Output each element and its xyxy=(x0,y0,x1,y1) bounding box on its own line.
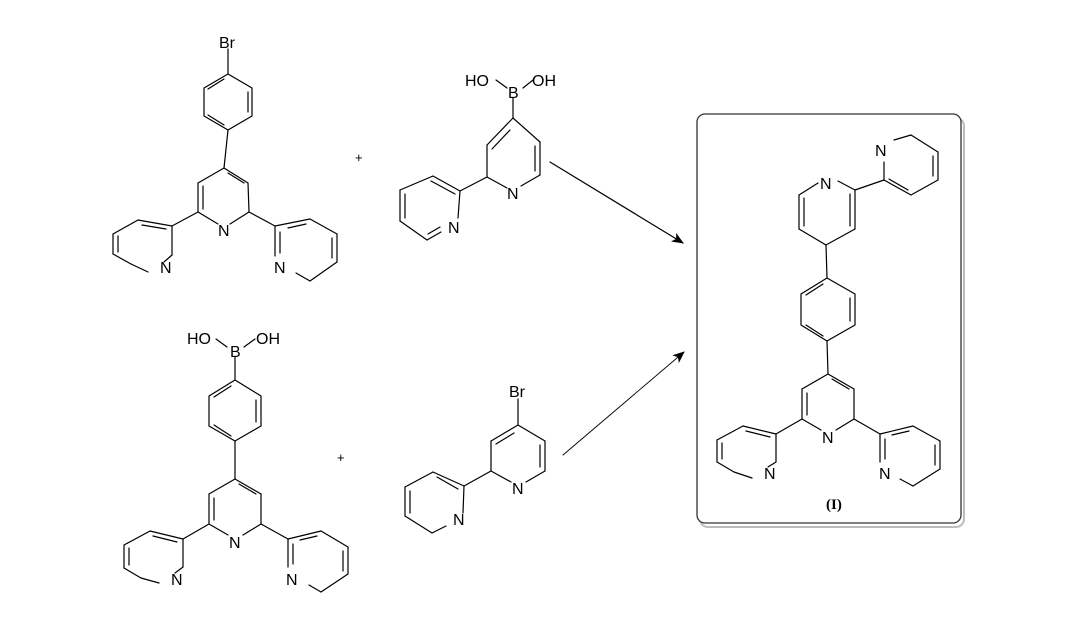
reactant-bipyridine-boronic-acid xyxy=(399,79,541,241)
atom-ho-2: HO xyxy=(465,73,489,90)
plus-sign-bottom: + xyxy=(337,450,345,465)
reactant-bromophenyl-terpyridine xyxy=(112,48,338,282)
atom-n-1b: N xyxy=(160,260,172,277)
plus-sign-top: + xyxy=(355,150,363,165)
atom-n-p2: N xyxy=(820,176,832,193)
reaction-arrow-top xyxy=(549,161,684,244)
product-box xyxy=(696,113,962,524)
atom-oh-3: OH xyxy=(256,331,280,348)
atom-n-2a: N xyxy=(507,186,519,203)
reactant-bromo-bipyridine xyxy=(404,398,546,534)
atom-n-p1: N xyxy=(875,143,887,160)
atom-ho-3: HO xyxy=(187,331,211,348)
atom-n-3b: N xyxy=(171,572,183,589)
atom-br-1: Br xyxy=(219,35,236,52)
atom-oh-2: OH xyxy=(532,73,556,90)
atom-n-p5: N xyxy=(879,466,891,483)
reactant-boronophenyl-terpyridine xyxy=(123,338,349,593)
atom-n-p4: N xyxy=(764,466,776,483)
atom-n-2b: N xyxy=(448,220,460,237)
atom-n-1c: N xyxy=(274,260,286,277)
atom-n-4b: N xyxy=(453,512,465,529)
product-label: (I) xyxy=(826,497,842,513)
atom-n-4a: N xyxy=(512,481,524,498)
atom-b-3: B xyxy=(230,344,241,361)
atom-n-p3: N xyxy=(822,430,834,447)
product-molecule xyxy=(716,134,941,487)
atom-labels: Br N N N HO B OH N N HO B OH N N N Br N … xyxy=(160,35,891,589)
reaction-arrow-bottom xyxy=(562,351,685,456)
atom-n-1a: N xyxy=(218,223,230,240)
atom-n-3a: N xyxy=(229,535,241,552)
atom-b-2: B xyxy=(508,85,519,102)
atom-n-3c: N xyxy=(286,572,298,589)
atom-br-4: Br xyxy=(509,384,526,401)
